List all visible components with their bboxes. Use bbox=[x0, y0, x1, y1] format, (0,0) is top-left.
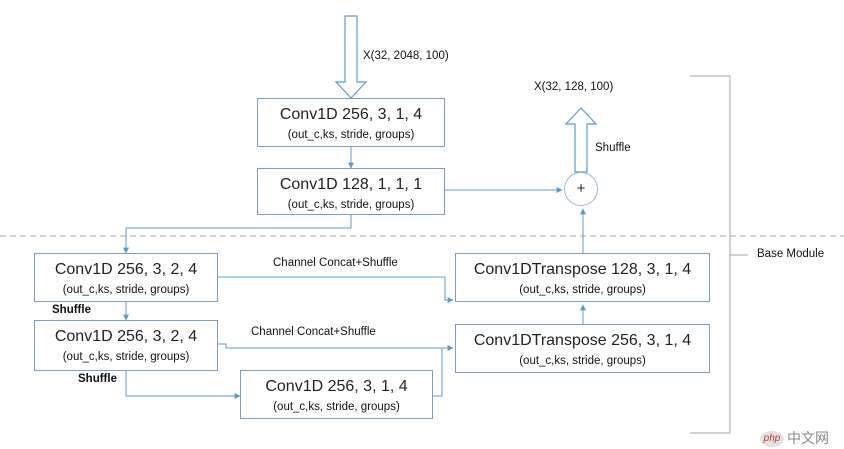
output-hollow-arrow bbox=[564, 107, 598, 173]
arrow-c3-t1 bbox=[218, 276, 454, 303]
conv1dtranspose-box-1: Conv1DTranspose 128, 3, 1, 4 (out_c,ks, … bbox=[455, 253, 710, 302]
conv1dtranspose-box-1-title: Conv1DTranspose 128, 3, 1, 4 bbox=[473, 261, 692, 278]
arrow-c2-c3 bbox=[123, 215, 352, 254]
conv1dtranspose-box-2-params: (out_c,ks, stride, groups) bbox=[519, 355, 646, 367]
concat-label-1: Channel Concat+Shuffle bbox=[273, 257, 398, 269]
conv1d-box-4-title: Conv1D 256, 3, 2, 4 bbox=[54, 328, 198, 345]
watermark-text: 中文网 bbox=[787, 430, 829, 446]
arrow-c5-t2 bbox=[433, 348, 443, 397]
base-module-label: Base Module bbox=[757, 248, 825, 260]
conv1dtranspose-box-2: Conv1DTranspose 256, 3, 1, 4 (out_c,ks, … bbox=[455, 324, 710, 373]
conv1d-box-1: Conv1D 256, 3, 1, 4 (out_c,ks, stride, g… bbox=[257, 98, 445, 147]
conv1d-box-2-params: (out_c,ks, stride, groups) bbox=[287, 199, 415, 211]
conv1d-box-1-title: Conv1D 256, 3, 1, 4 bbox=[279, 106, 423, 123]
input-shape-label: X(32, 2048, 100) bbox=[363, 50, 449, 62]
conv1dtranspose-box-1-params: (out_c,ks, stride, groups) bbox=[519, 284, 646, 296]
conv1d-box-1-params: (out_c,ks, stride, groups) bbox=[287, 129, 415, 141]
arrow-c4-c5 bbox=[125, 371, 241, 399]
conv1d-box-3: Conv1D 256, 3, 2, 4 (out_c,ks, stride, g… bbox=[34, 253, 218, 302]
input-hollow-arrow bbox=[334, 15, 368, 99]
conv1d-box-4: Conv1D 256, 3, 2, 4 (out_c,ks, stride, g… bbox=[34, 320, 218, 371]
conv1d-box-3-params: (out_c,ks, stride, groups) bbox=[62, 284, 190, 296]
conv1d-box-3-title: Conv1D 256, 3, 2, 4 bbox=[54, 261, 198, 278]
shuffle-label-b: Shuffle bbox=[78, 373, 117, 385]
add-node: + bbox=[564, 172, 598, 206]
shuffle-label-a: Shuffle bbox=[52, 304, 91, 316]
conv1d-box-5-title: Conv1D 256, 3, 1, 4 bbox=[265, 378, 408, 395]
conv1d-box-2: Conv1D 128, 1, 1, 1 (out_c,ks, stride, g… bbox=[257, 168, 445, 215]
conv1d-box-5-params: (out_c,ks, stride, groups) bbox=[273, 401, 400, 413]
arrow-c4-t2 bbox=[218, 343, 454, 351]
output-shuffle-label: Shuffle bbox=[595, 142, 631, 154]
conv1dtranspose-box-2-title: Conv1DTranspose 256, 3, 1, 4 bbox=[473, 332, 692, 349]
conv1d-box-5: Conv1D 256, 3, 1, 4 (out_c,ks, stride, g… bbox=[240, 370, 433, 419]
watermark-logo: php bbox=[760, 431, 784, 448]
output-shape-label: X(32, 128, 100) bbox=[534, 81, 614, 93]
concat-label-2: Channel Concat+Shuffle bbox=[251, 326, 376, 338]
conv1d-box-4-params: (out_c,ks, stride, groups) bbox=[62, 351, 190, 363]
conv1d-box-2-title: Conv1D 128, 1, 1, 1 bbox=[279, 176, 423, 193]
